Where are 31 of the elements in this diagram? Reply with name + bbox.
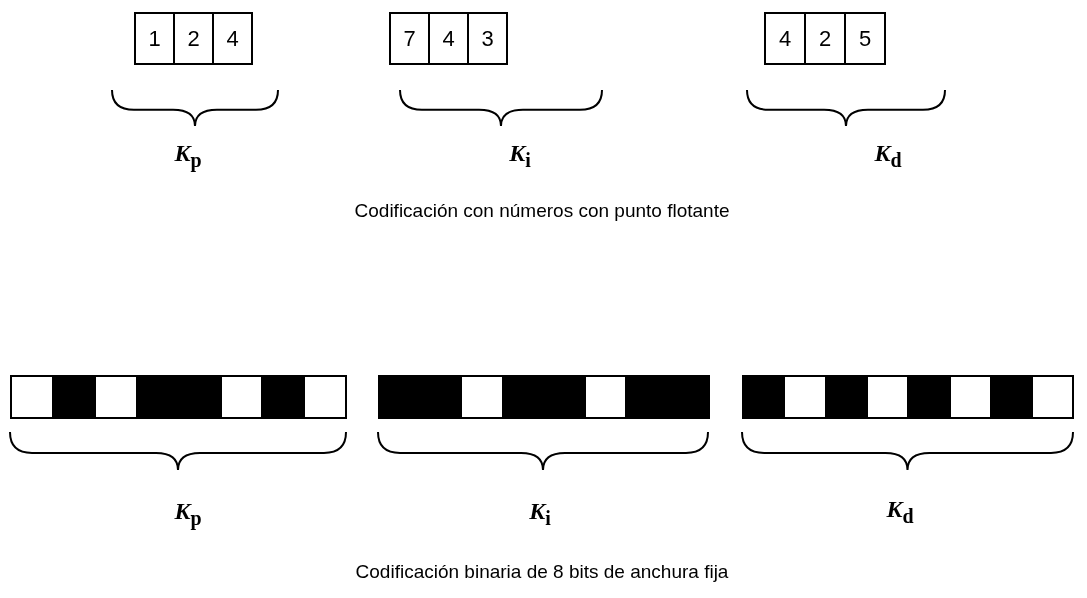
filled-bit-cell bbox=[135, 375, 180, 419]
caption: Codificación con números con punto flotante bbox=[354, 200, 730, 222]
gain-label: K$_{d}$ bbox=[886, 496, 914, 528]
filled-bit-cell bbox=[177, 375, 222, 419]
number-cell: 2 bbox=[173, 12, 214, 65]
filled-bit-cell bbox=[542, 375, 586, 419]
number-cell: 3 bbox=[467, 12, 508, 65]
filled-bit-cell bbox=[51, 375, 96, 419]
filled-bit-cell bbox=[907, 375, 951, 419]
filled-bit-cell bbox=[742, 375, 786, 419]
gain-label: K$_{p}$ bbox=[174, 140, 202, 172]
filled-bit-cell bbox=[419, 375, 463, 419]
filled-bit-cell bbox=[989, 375, 1034, 419]
number-cell: 1 bbox=[134, 12, 175, 65]
number-cell: 5 bbox=[844, 12, 886, 65]
number-cell: 4 bbox=[764, 12, 806, 65]
gain-label: K$_{i}$ bbox=[529, 498, 551, 530]
number-cell: 4 bbox=[428, 12, 469, 65]
number-cell: 2 bbox=[804, 12, 846, 65]
caption: Codificación binaria de 8 bits de anchura fija bbox=[355, 561, 729, 583]
filled-bit-cell bbox=[625, 375, 669, 419]
filled-bit-cell bbox=[378, 375, 422, 419]
filled-bit-cell bbox=[824, 375, 868, 419]
filled-bit-cell bbox=[501, 375, 545, 419]
number-cell: 4 bbox=[212, 12, 253, 65]
gain-label: K$_{d}$ bbox=[874, 140, 902, 172]
gain-label: K$_{i}$ bbox=[509, 140, 531, 172]
filled-bit-cell bbox=[666, 375, 710, 419]
gain-label: K$_{p}$ bbox=[174, 498, 202, 530]
filled-bit-cell bbox=[261, 375, 306, 419]
number-cell: 7 bbox=[389, 12, 430, 65]
